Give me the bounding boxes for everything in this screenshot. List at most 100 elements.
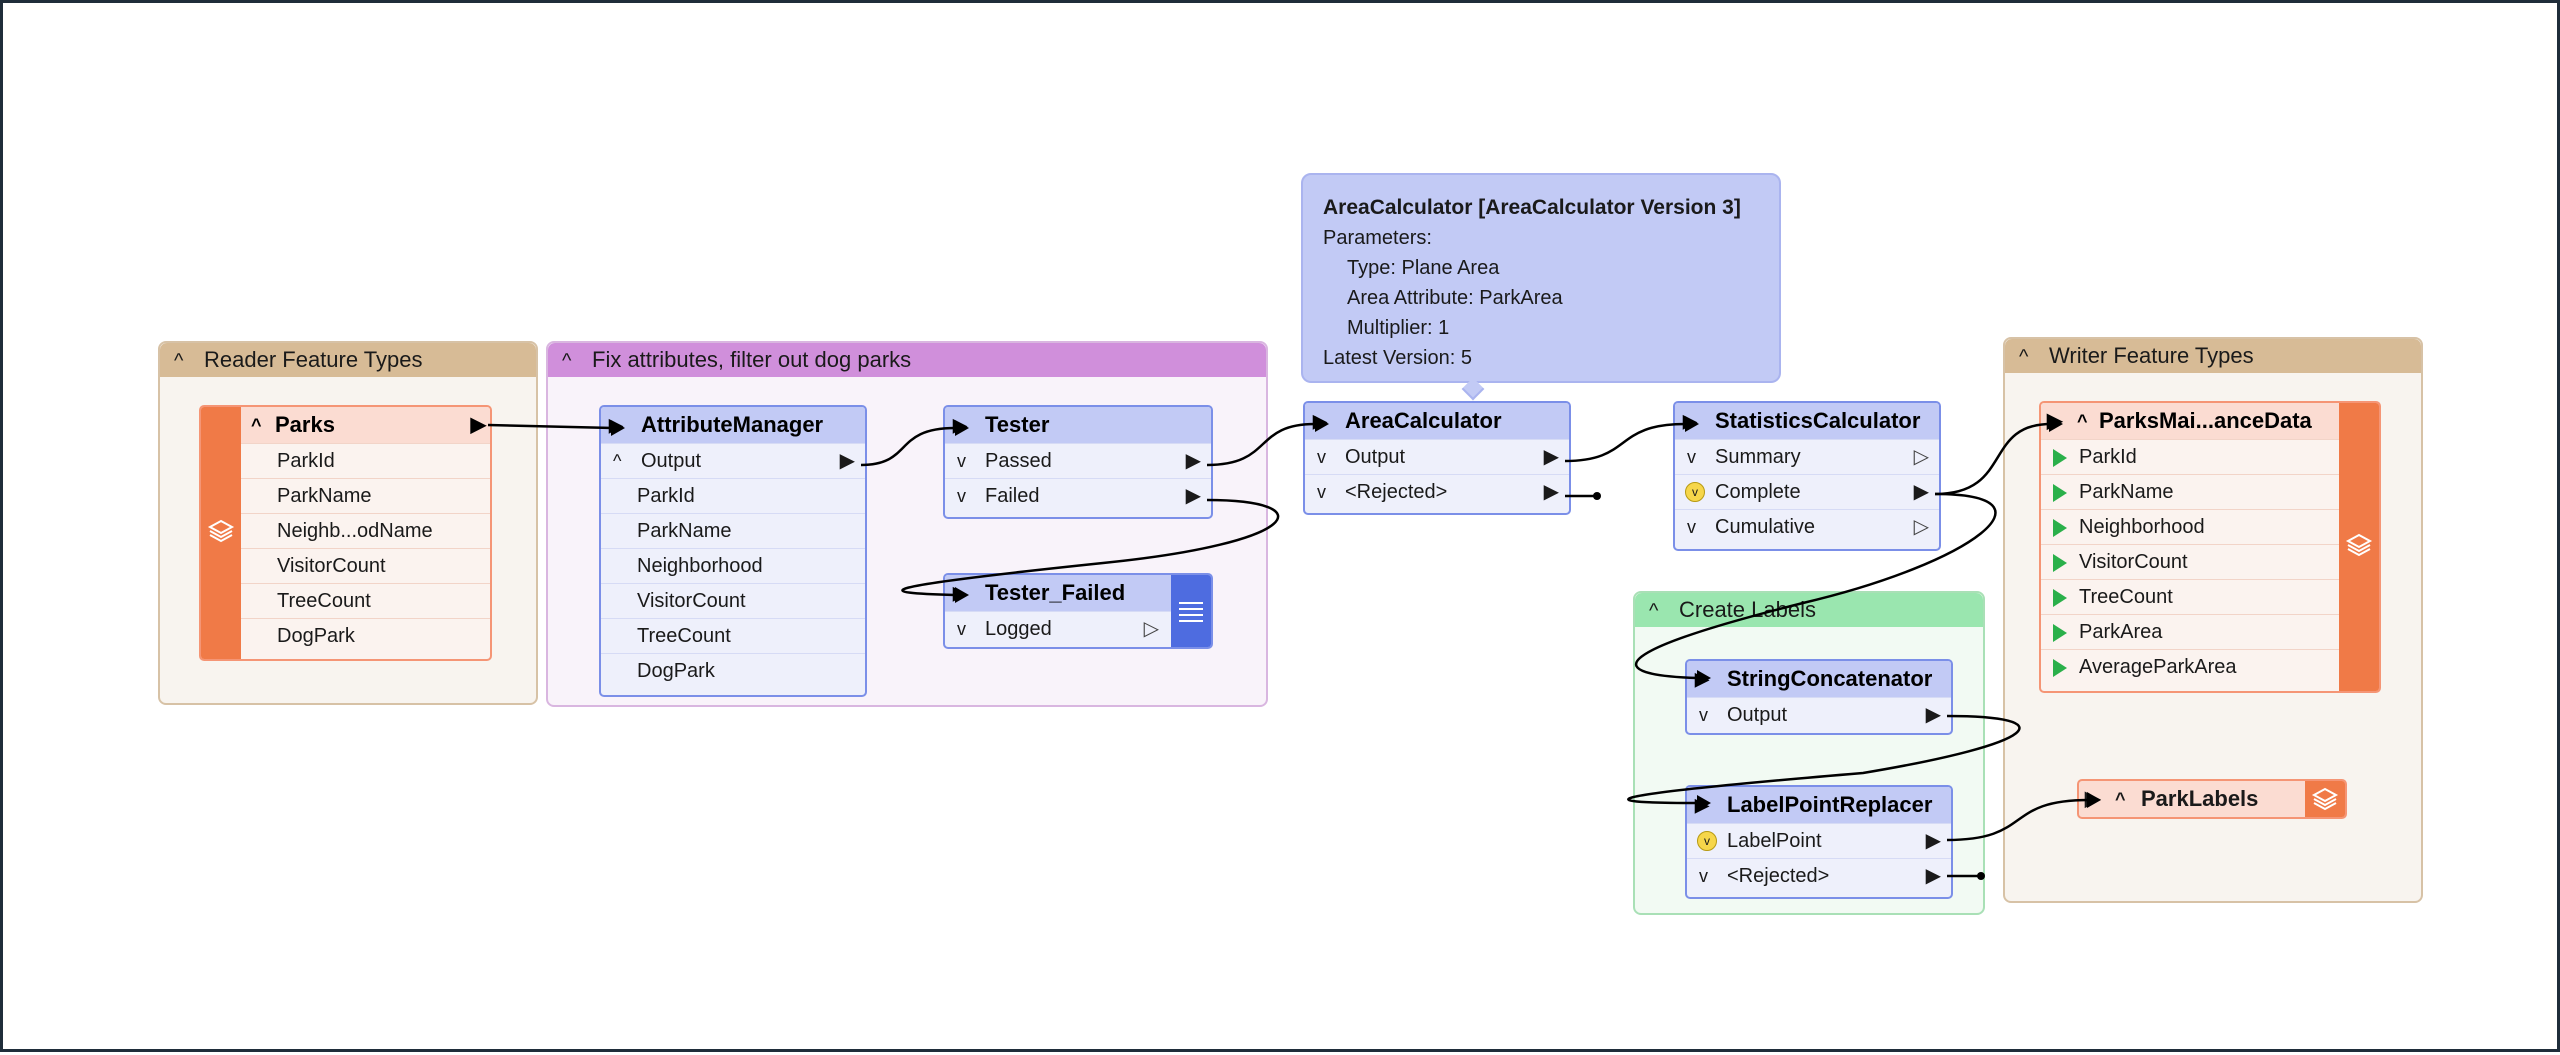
collapse-caret-icon[interactable]: ^ (2019, 346, 2029, 368)
input-port-icon[interactable]: ▶ (1313, 411, 1327, 431)
expand-caret-icon[interactable]: v (1317, 482, 1326, 502)
bookmark-header[interactable]: ^Writer Feature Types (2005, 339, 2421, 373)
collapse-caret-icon[interactable]: ^ (613, 451, 622, 471)
output-port-row-output[interactable]: v Output ▶ (1305, 439, 1569, 474)
input-port-icon[interactable]: ▶ (1695, 795, 1709, 815)
bookmark-header[interactable]: ^Create Labels (1635, 593, 1983, 627)
attribute-name: TreeCount (277, 590, 371, 612)
transformer-areacalculator[interactable]: ▶AreaCalculator v Output ▶ v <Rejected> ▶ (1303, 401, 1571, 515)
hollow-output-port-icon[interactable]: ▷ (1913, 446, 1929, 468)
hollow-output-port-icon[interactable]: ▷ (1143, 618, 1159, 640)
transformer-attributemanager[interactable]: ▶AttributeManager ^Output▶ ParkId ParkNa… (599, 405, 867, 697)
transformer-header[interactable]: ▶LabelPointReplacer (1687, 787, 1951, 823)
logger-icon (1171, 575, 1211, 647)
transformer-header[interactable]: ▶StatisticsCalculator (1675, 403, 1939, 439)
output-port-icon[interactable]: ▶ (839, 450, 855, 472)
output-port-row-failed[interactable]: v Failed ▶ (945, 478, 1211, 513)
log-lines-icon (1179, 602, 1203, 622)
attribute-input-icon (2053, 484, 2067, 502)
input-port-icon[interactable]: ▶ (2047, 410, 2063, 432)
collapse-caret-icon[interactable]: ^ (2077, 411, 2088, 431)
transformer-header[interactable]: ▶ AttributeManager (601, 407, 865, 443)
expand-caret-icon[interactable]: v (1699, 705, 1708, 725)
collapse-caret-icon[interactable]: ^ (251, 415, 262, 435)
output-port-icon[interactable]: ▶ (470, 414, 486, 436)
attribute-input-icon (2053, 519, 2067, 537)
output-port-icon[interactable]: ▶ (1925, 830, 1941, 852)
output-port-row-cumulative[interactable]: v Cumulative ▷ (1675, 509, 1939, 544)
bookmark-header[interactable]: ^ Fix attributes, filter out dog parks (548, 343, 1266, 377)
bookmark-header[interactable]: ^Reader Feature Types (160, 343, 536, 377)
feature-type-strip (2339, 403, 2379, 691)
input-port-icon[interactable]: ▶ (953, 415, 967, 435)
collapse-caret-icon[interactable]: ^ (174, 350, 184, 372)
feature-type-name: Parks (275, 412, 335, 437)
expand-caret-icon[interactable]: v (957, 451, 966, 471)
port-label: Output (1345, 446, 1406, 468)
expand-caret-icon[interactable]: v (1699, 866, 1708, 886)
output-port-icon[interactable]: ▶ (1925, 865, 1941, 887)
input-port-icon[interactable]: ▶ (953, 583, 967, 603)
transformer-name: AttributeManager (641, 412, 824, 437)
input-port-icon[interactable]: ▶ (2085, 788, 2101, 810)
output-port-icon[interactable]: ▶ (1913, 481, 1929, 503)
port-label: Failed (985, 485, 1040, 507)
input-port-icon[interactable]: ▶ (1695, 669, 1709, 689)
attribute-input-icon (2053, 589, 2067, 607)
output-port-icon[interactable]: ▶ (1543, 481, 1559, 503)
attribute-name: Neighborhood (2079, 516, 2205, 538)
output-port-icon[interactable]: ▶ (1185, 485, 1201, 507)
transformer-annotation[interactable]: AreaCalculator [AreaCalculator Version 3… (1301, 173, 1781, 383)
bookmark-title: Fix attributes, filter out dog parks (592, 347, 912, 372)
port-label: <Rejected> (1345, 481, 1448, 503)
transformer-header[interactable]: ▶StringConcatenator (1687, 661, 1951, 697)
input-port-icon[interactable]: ▶ (609, 415, 623, 435)
output-port-icon[interactable]: ▶ (1185, 450, 1201, 472)
output-port-row-rejected[interactable]: v<Rejected>▶ (1687, 858, 1951, 893)
reader-feature-type-parks[interactable]: ^Parks▶ ParkId ParkName Neighb...odName … (199, 405, 492, 661)
transformer-header[interactable]: ▶AreaCalculator (1305, 403, 1569, 439)
expand-caret-icon[interactable]: v (957, 619, 966, 639)
attribute-row: TreeCount (601, 618, 865, 653)
hollow-output-port-icon[interactable]: ▷ (1913, 516, 1929, 538)
attribute-row: VisitorCount (2041, 544, 2339, 579)
feature-type-name: ParksMai...anceData (2099, 408, 2312, 433)
output-port-row-rejected[interactable]: v <Rejected> ▶ (1305, 474, 1569, 509)
expand-caret-icon[interactable]: v (957, 486, 966, 506)
connection-areacalculator-to-statisticscalculator[interactable] (1564, 422, 1686, 463)
writer-feature-type-parklabels[interactable]: ▶ ^ ParkLabels (2077, 779, 2347, 819)
port-label: Cumulative (1715, 516, 1816, 538)
transformer-header[interactable]: ▶ Tester (945, 407, 1211, 443)
output-port-icon[interactable]: ▶ (1925, 704, 1941, 726)
attribute-row: ParkId (241, 443, 490, 478)
collapse-caret-icon[interactable]: ^ (2115, 789, 2126, 809)
attribute-row: Neighb...odName (241, 513, 490, 548)
transformer-name: Tester_Failed (985, 580, 1126, 605)
expand-caret-icon[interactable]: v (1317, 447, 1326, 467)
collapse-caret-icon[interactable]: ^ (562, 350, 572, 372)
feature-type-header[interactable]: ▶ ^ ParksMai...anceData (2041, 403, 2339, 439)
annotation-line: Area Attribute: ParkArea (1347, 287, 1563, 309)
transformer-name: Tester (985, 412, 1050, 437)
expand-caret-icon[interactable]: v (1687, 517, 1696, 537)
attribute-name: ParkId (277, 450, 335, 472)
output-port-icon[interactable]: ▶ (1543, 446, 1559, 468)
input-port-icon[interactable]: ▶ (1683, 411, 1697, 431)
output-port-row[interactable]: ^Output▶ (601, 443, 865, 478)
collapse-caret-icon[interactable]: ^ (1649, 600, 1659, 622)
writer-feature-type-parks-maintenance-data[interactable]: ▶^ParksMai...anceData ParkId ParkName Ne… (2039, 401, 2381, 693)
feature-type-header[interactable]: ^ Parks ▶ (241, 407, 490, 443)
expand-caret-icon[interactable]: v (1687, 447, 1696, 467)
